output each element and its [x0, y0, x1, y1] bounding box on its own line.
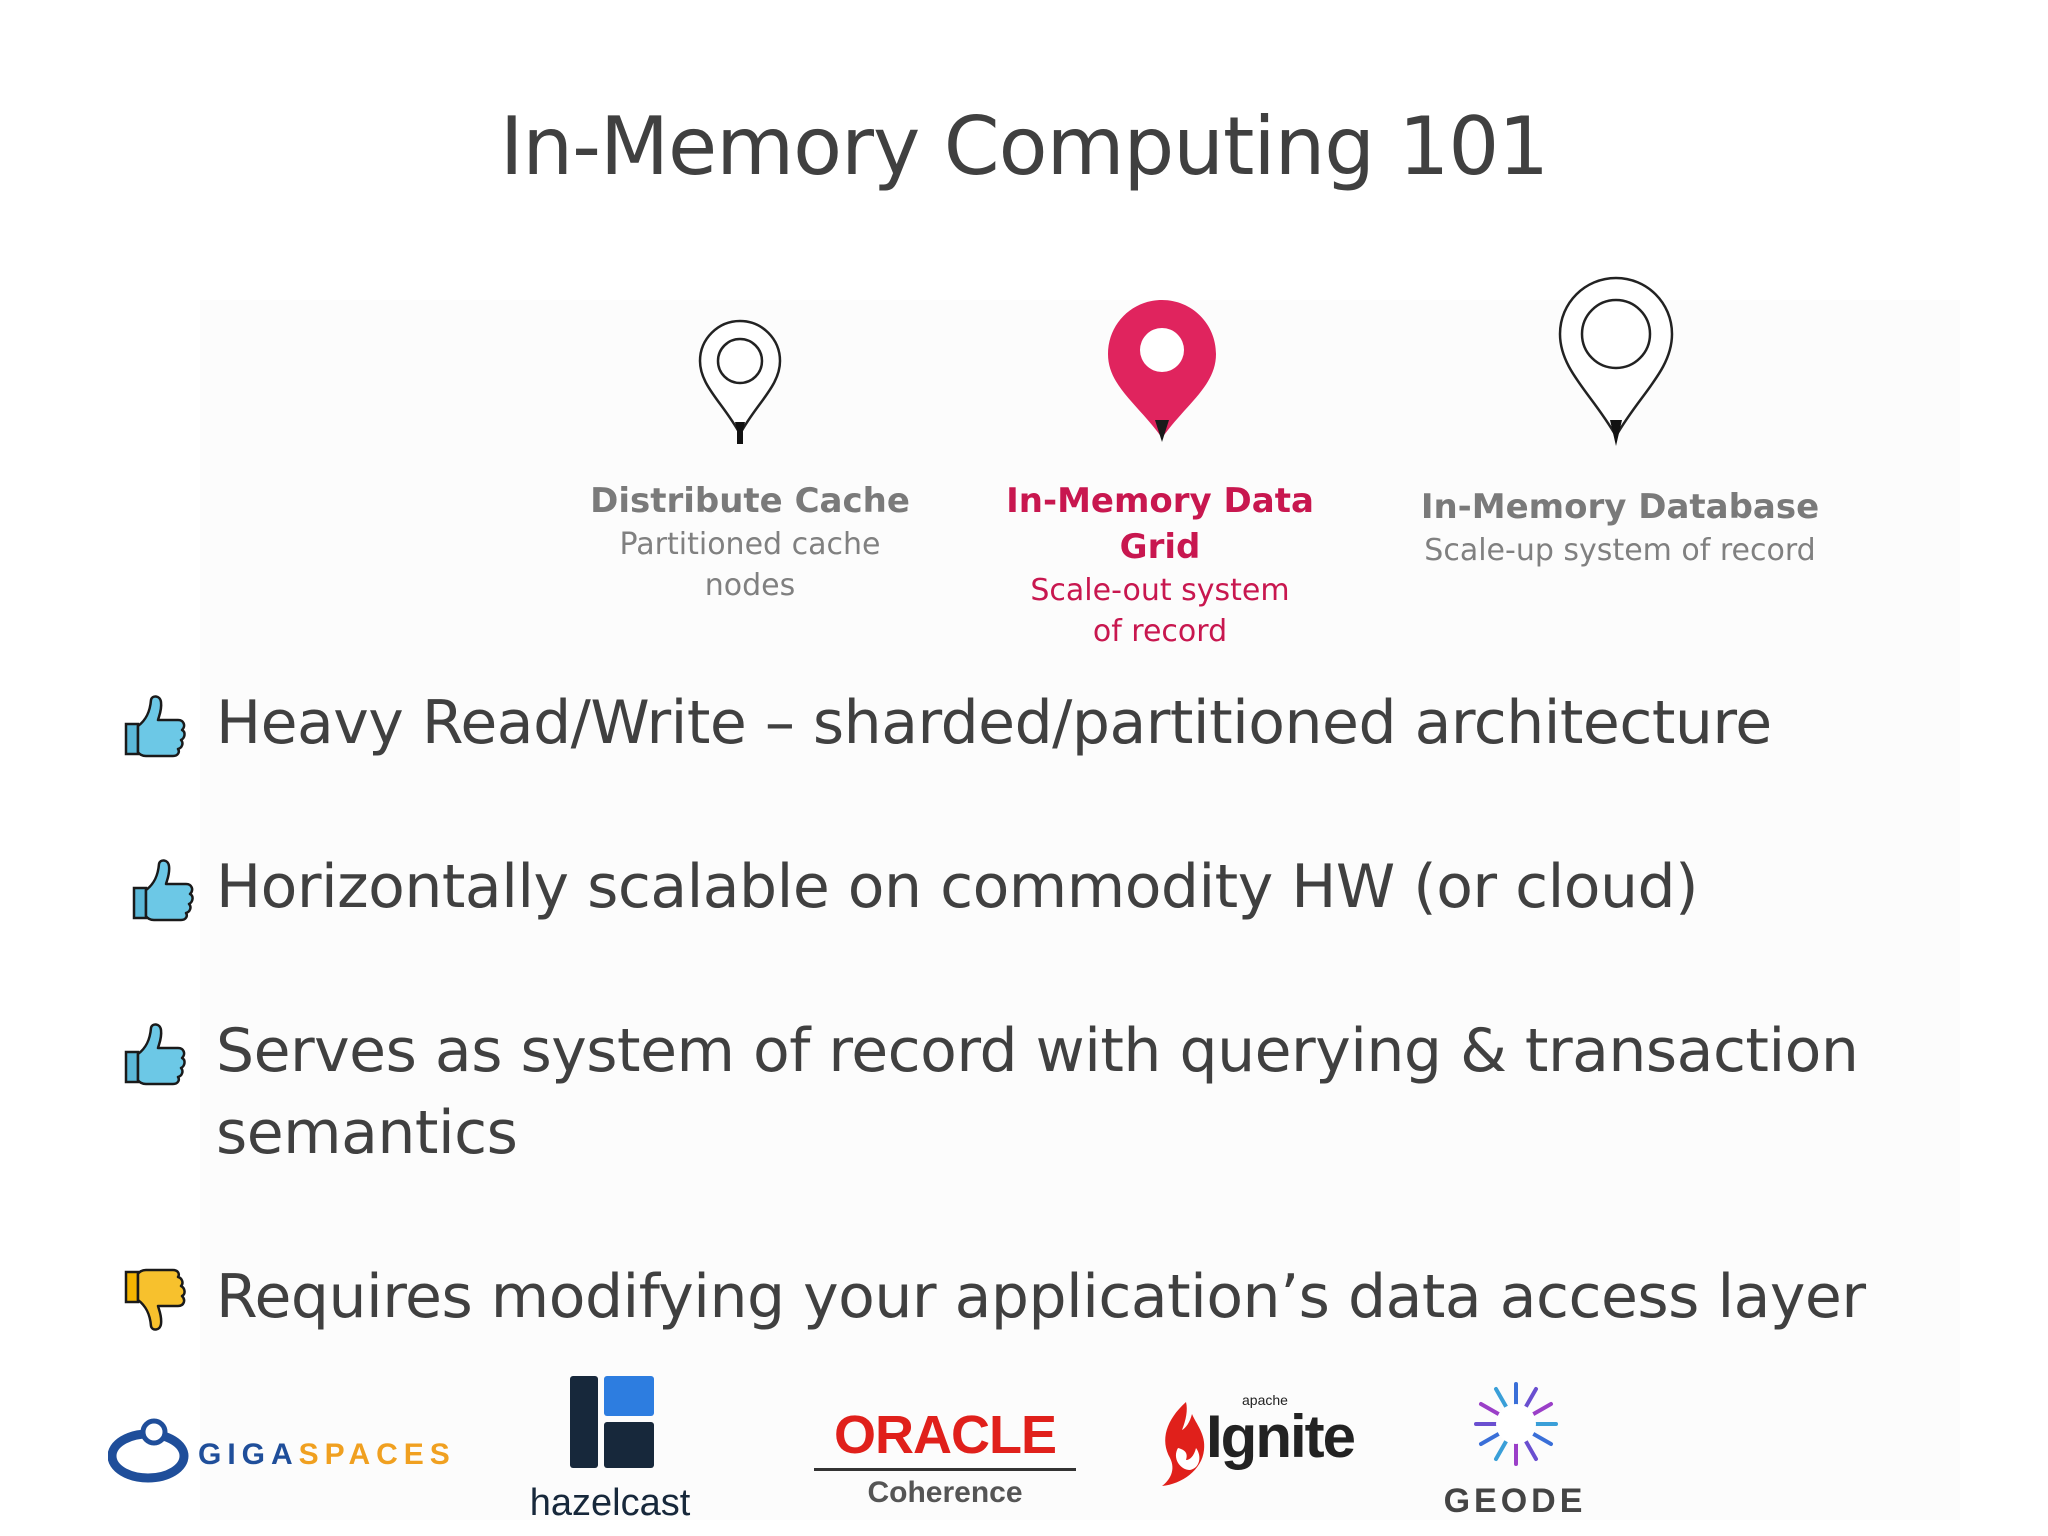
- thumbs-up-icon: [124, 1023, 186, 1086]
- hazelcast-logo: hazelcast: [520, 1372, 700, 1536]
- location-pin-filled-icon: [1108, 300, 1216, 442]
- ignite-flame-icon: [1162, 1402, 1205, 1486]
- bullet-text: Serves as system of record with querying…: [216, 1010, 1896, 1174]
- oracle-text: ORACLE: [834, 1405, 1057, 1465]
- bullet-item: Requires modifying your application’s da…: [120, 1256, 1920, 1346]
- pin-subtitle: Partitioned cache: [619, 527, 881, 562]
- content-background: [200, 300, 1960, 1520]
- apache-ignite-logo: apache Ignite: [1156, 1392, 1376, 1502]
- oracle-divider: [814, 1468, 1076, 1471]
- apache-text: apache: [1242, 1392, 1288, 1408]
- pin-subtitle: Scale-out system: [1030, 573, 1290, 608]
- geode-logo: GEODE: [1430, 1374, 1600, 1524]
- pin-label-in-memory-database: In-Memory Database Scale-up system of re…: [1400, 484, 1840, 571]
- coherence-text: Coherence: [867, 1476, 1023, 1509]
- gigaspaces-spaces-text: SPACES: [298, 1438, 456, 1471]
- vendor-logos: GIGASPACES hazelcast ORACLE Coherence ap…: [0, 1360, 2048, 1536]
- gigaspaces-giga-text: GIGA: [198, 1438, 299, 1471]
- pin-subtitle: of record: [1092, 614, 1228, 649]
- thumbs-up-icon: [132, 859, 194, 922]
- hazelcast-mark-icon: [570, 1376, 654, 1468]
- slide-title: In-Memory Computing 101: [499, 100, 1549, 193]
- geode-starburst-icon: [1474, 1382, 1558, 1466]
- pin-label-in-memory-data-grid: In-Memory Data Grid Scale-out system of …: [970, 478, 1350, 652]
- hazelcast-text: hazelcast: [529, 1482, 691, 1524]
- thumbs-down-icon: [124, 1268, 186, 1331]
- pin-title: Grid: [1119, 527, 1201, 567]
- gigaspaces-swirl-icon: [108, 1418, 189, 1483]
- pin-title: In-Memory Data: [1006, 481, 1314, 521]
- thumbs-up-icon: [124, 695, 186, 758]
- location-pin-outline-icon: [1558, 276, 1674, 446]
- pin-subtitle: nodes: [704, 568, 796, 603]
- oracle-coherence-logo: ORACLE Coherence: [800, 1404, 1090, 1514]
- bullet-line: semantics: [216, 1098, 518, 1168]
- bullet-line: Serves as system of record with querying…: [216, 1016, 1859, 1086]
- pin-subtitle: Scale-up system of record: [1424, 533, 1816, 568]
- bullet-item: Serves as system of record with querying…: [120, 1010, 1920, 1180]
- gigaspaces-logo: GIGASPACES: [108, 1416, 488, 1496]
- pin-title: In-Memory Database: [1420, 487, 1820, 527]
- bullet-item: Horizontally scalable on commodity HW (o…: [120, 846, 1920, 936]
- geode-text: GEODE: [1443, 1482, 1587, 1520]
- location-pin-outline-icon: [698, 319, 782, 444]
- pin-title: Distribute Cache: [590, 481, 910, 521]
- ignite-text: Ignite: [1206, 1403, 1356, 1470]
- pin-label-distribute-cache: Distribute Cache Partitioned cache nodes: [560, 478, 940, 606]
- bullet-text: Heavy Read/Write – sharded/partitioned a…: [216, 688, 1772, 758]
- bullet-item: Heavy Read/Write – sharded/partitioned a…: [120, 682, 1920, 772]
- bullet-text: Requires modifying your application’s da…: [216, 1262, 1866, 1332]
- bullet-text: Horizontally scalable on commodity HW (o…: [216, 852, 1699, 922]
